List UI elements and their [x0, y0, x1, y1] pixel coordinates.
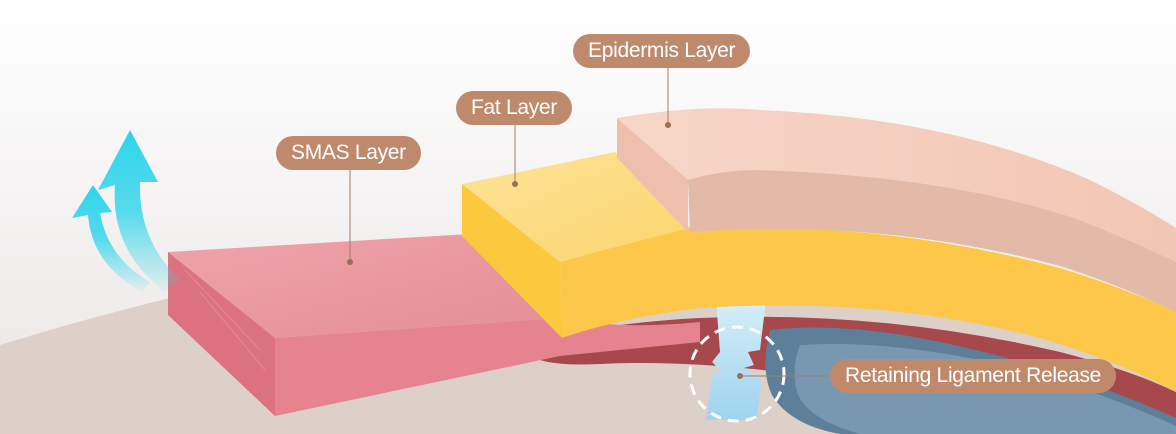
- fat-top-face: [462, 152, 690, 262]
- epidermis-side-face: [617, 118, 688, 232]
- epidermis-layer-label: Epidermis Layer: [573, 34, 751, 68]
- epidermis-front-face: [688, 170, 1176, 312]
- smas-front-face: [275, 318, 700, 416]
- ligament-highlight-circle: [688, 325, 786, 423]
- smas-leader-dot: [347, 259, 353, 265]
- epidermis-top-face: [617, 108, 1176, 262]
- epidermis-leader-dot: [665, 122, 671, 128]
- smas-layer-label: SMAS Layer: [276, 136, 421, 170]
- lift-arrow-large-icon: [98, 130, 180, 292]
- smas-side-face: [168, 252, 275, 416]
- ligament-leader-dot: [737, 373, 743, 379]
- smas-fibers: [184, 269, 266, 371]
- fat-layer-label: Fat Layer: [456, 91, 573, 125]
- fat-front-face: [560, 226, 1176, 392]
- fat-leader-dot: [512, 181, 518, 187]
- lift-arrow-small-icon: [72, 185, 150, 292]
- retaining-ligament-label: Retaining Ligament Release: [830, 359, 1117, 393]
- smas-top-face: [168, 234, 560, 338]
- fat-side-face: [462, 184, 562, 338]
